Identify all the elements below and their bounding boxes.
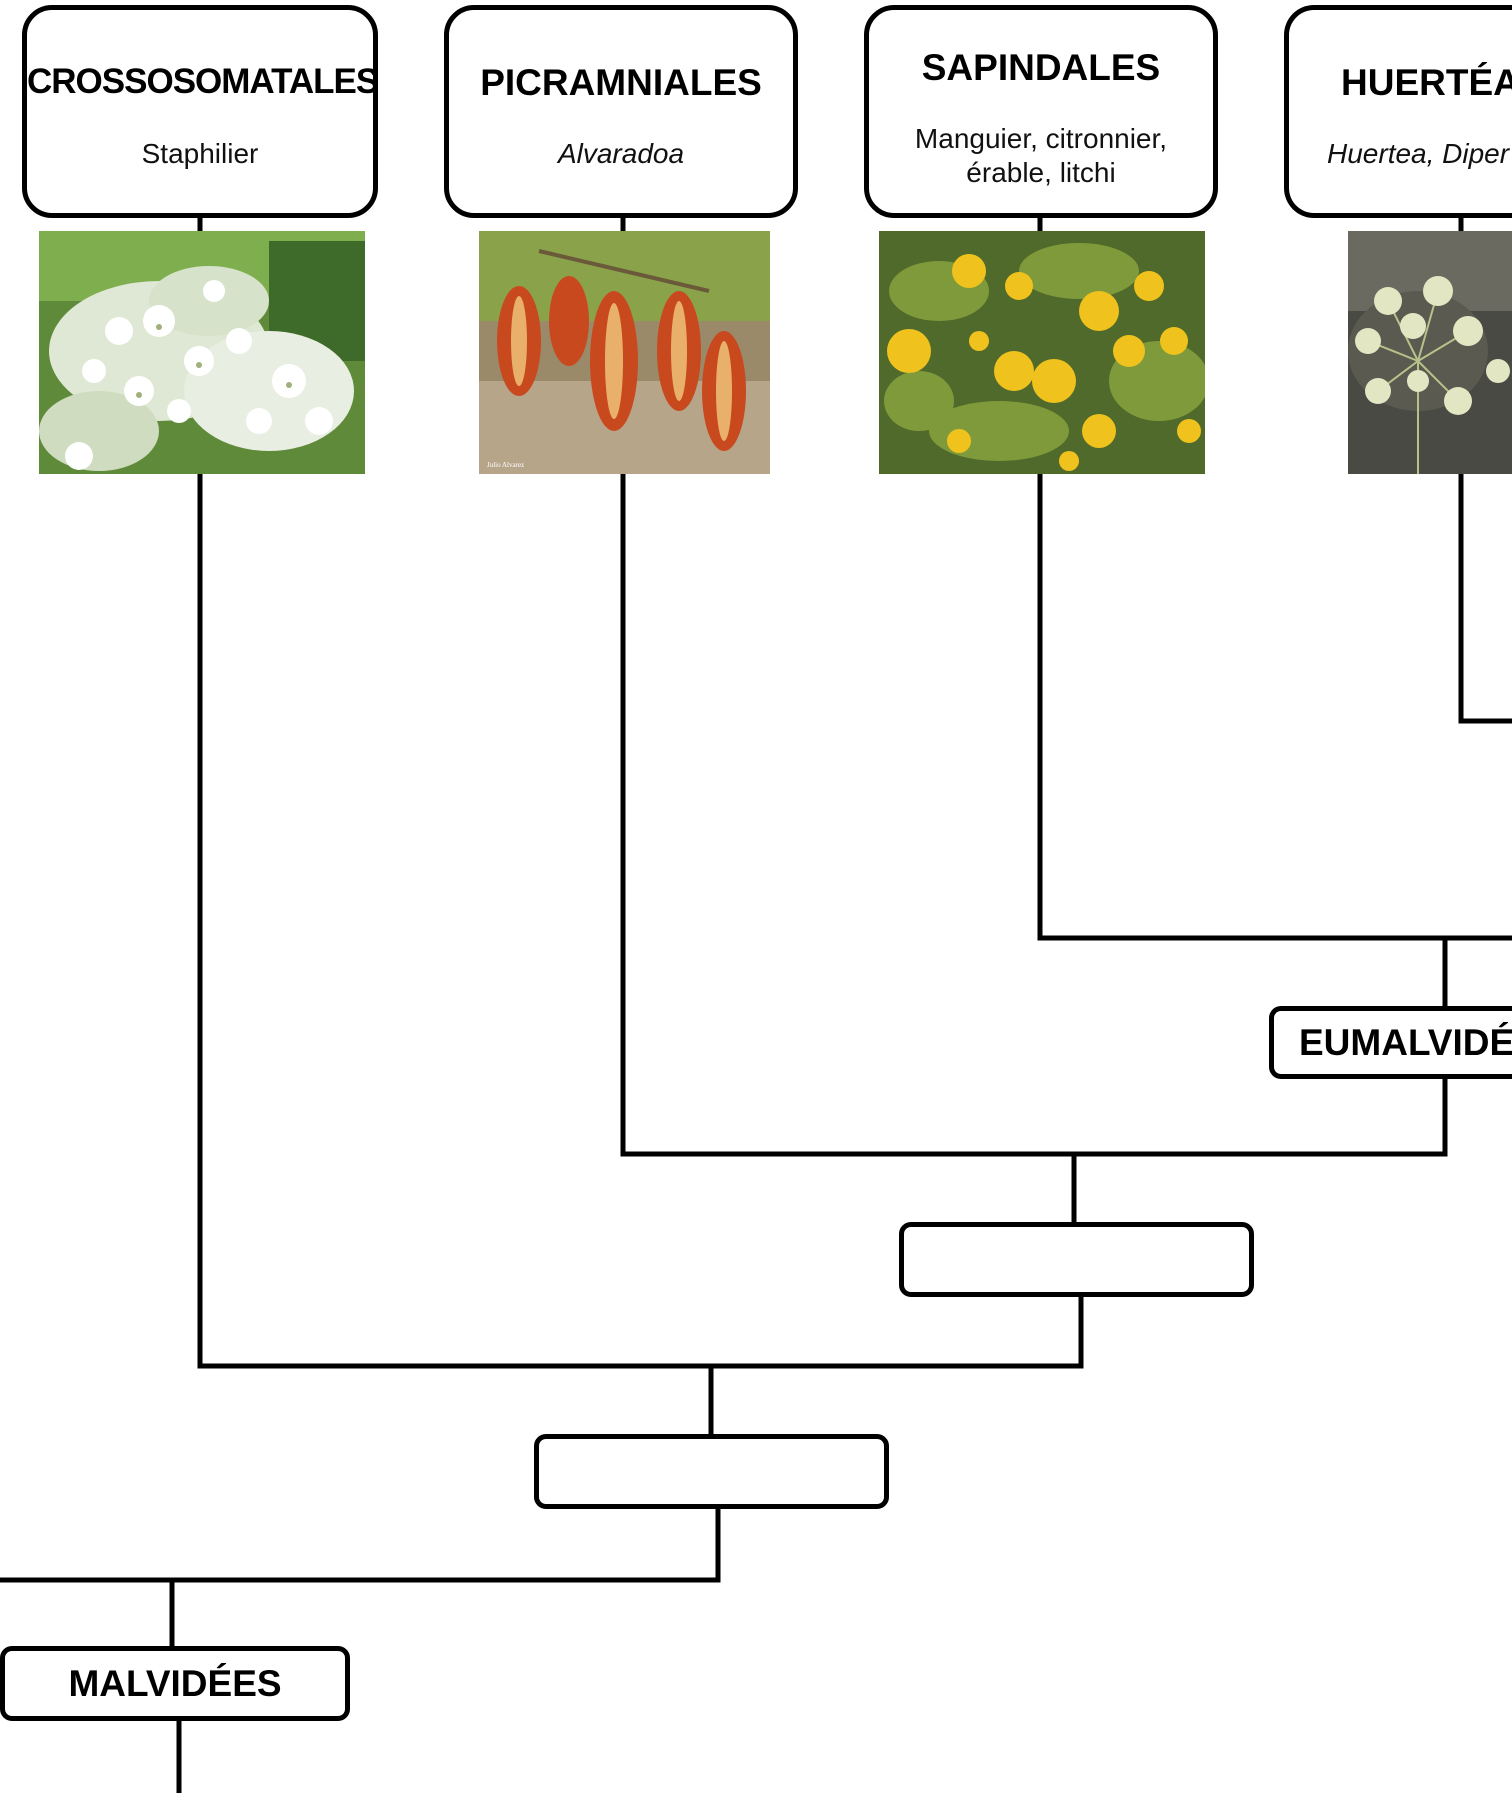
taxon-subtitle-line2: érable, litchi xyxy=(966,157,1116,188)
photo-orange-flower-spikes: Julio Alvarez xyxy=(479,231,770,474)
clade-eumalvidees: EUMALVIDÉ xyxy=(1269,1006,1512,1079)
taxon-subtitle-line1: Manguier, citronnier, xyxy=(914,123,1168,154)
taxon-crossosomatales: CROSSOSOMATALES Staphilier xyxy=(22,5,378,218)
taxon-sapindales: SAPINDALES Manguier, citronnier, érable,… xyxy=(864,5,1218,218)
photo-white-flower-cluster xyxy=(39,231,365,474)
clade-malvidees: MALVIDÉES xyxy=(0,1646,350,1721)
taxon-picramniales: PICRAMNIALES Alvaradoa xyxy=(444,5,798,218)
taxon-name: CROSSOSOMATALES xyxy=(27,62,378,101)
clade-unlabeled-upper xyxy=(899,1222,1254,1297)
taxon-name: SAPINDALES xyxy=(921,47,1161,88)
taxon-subtitle: Staphilier xyxy=(141,138,259,169)
taxon-subtitle: Huertea, Diper xyxy=(1327,138,1510,169)
photo-citrus-tree-with-lemons xyxy=(879,231,1205,474)
taxon-huertea: HUERTÉA Huertea, Diper xyxy=(1284,5,1512,218)
photo-caption: Julio Alvarez xyxy=(487,461,524,469)
taxon-name: PICRAMNIALES xyxy=(480,62,762,103)
taxon-name: HUERTÉA xyxy=(1341,62,1512,103)
photo-cream-flower-umbel xyxy=(1348,231,1512,474)
clade-unlabeled-lower xyxy=(534,1434,889,1509)
taxon-subtitle: Alvaradoa xyxy=(557,138,685,169)
